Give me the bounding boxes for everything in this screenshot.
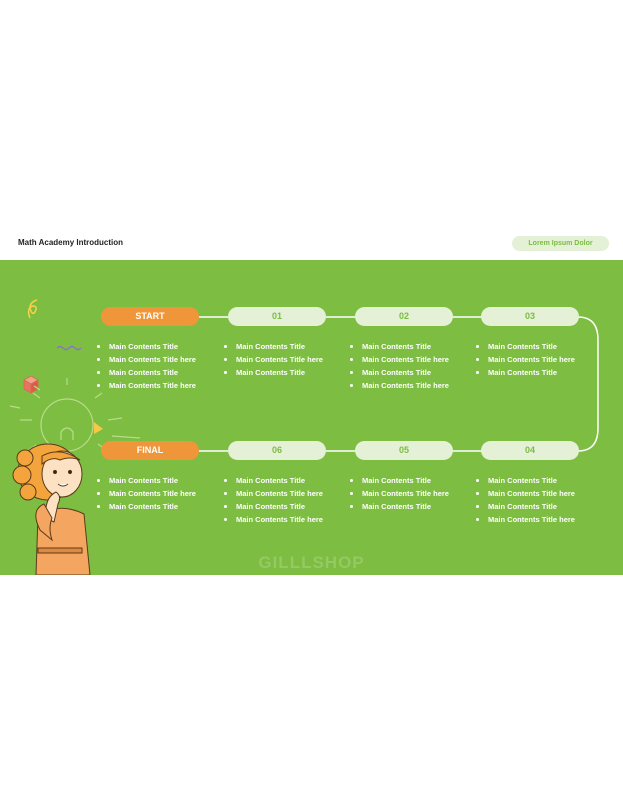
list-item: Main Contents Title bbox=[348, 340, 449, 353]
list-item: Main Contents Title bbox=[222, 500, 323, 513]
list-item: Main Contents Title here bbox=[95, 379, 196, 392]
list-item: Main Contents Title here bbox=[348, 379, 449, 392]
list-item: Main Contents Title bbox=[348, 500, 449, 513]
list-item: Main Contents Title bbox=[474, 474, 575, 487]
wave-icon bbox=[56, 345, 82, 351]
list-item: Main Contents Title bbox=[348, 366, 449, 379]
list-item: Main Contents Title here bbox=[348, 353, 449, 366]
timeline-step-final: FINAL bbox=[101, 441, 199, 460]
list-item: Main Contents Title here bbox=[474, 513, 575, 526]
list-item: Main Contents Title here bbox=[222, 513, 323, 526]
step-03-list: Main Contents Title Main Contents Title … bbox=[474, 340, 575, 379]
step-04-list: Main Contents Title Main Contents Title … bbox=[474, 474, 575, 526]
list-item: Main Contents Title bbox=[95, 366, 196, 379]
timeline-step-02: 02 bbox=[355, 307, 453, 326]
cube-icon bbox=[23, 375, 39, 394]
header-badge: Lorem Ipsum Dolor bbox=[512, 236, 609, 251]
list-item: Main Contents Title bbox=[222, 366, 323, 379]
header-title: Math Academy Introduction bbox=[18, 238, 124, 247]
list-item: Main Contents Title here bbox=[222, 353, 323, 366]
decoration-layer bbox=[9, 299, 141, 575]
step-final-list: Main Contents Title Main Contents Title … bbox=[95, 474, 196, 513]
step-01-list: Main Contents Title Main Contents Title … bbox=[222, 340, 323, 379]
list-item: Main Contents Title bbox=[222, 340, 323, 353]
list-item: Main Contents Title here bbox=[95, 353, 196, 366]
list-item: Main Contents Title bbox=[222, 474, 323, 487]
list-item: Main Contents Title bbox=[348, 474, 449, 487]
timeline-step-04: 04 bbox=[481, 441, 579, 460]
list-item: Main Contents Title bbox=[474, 500, 575, 513]
timeline-step-01: 01 bbox=[228, 307, 326, 326]
squiggle-icon bbox=[27, 299, 38, 319]
timeline-connectors bbox=[199, 316, 599, 452]
list-item: Main Contents Title here bbox=[95, 487, 196, 500]
list-item: Main Contents Title bbox=[95, 340, 196, 353]
timeline-step-06: 06 bbox=[228, 441, 326, 460]
step-02-list: Main Contents Title Main Contents Title … bbox=[348, 340, 449, 392]
step-06-list: Main Contents Title Main Contents Title … bbox=[222, 474, 323, 526]
list-item: Main Contents Title here bbox=[348, 487, 449, 500]
list-item: Main Contents Title here bbox=[474, 487, 575, 500]
step-05-list: Main Contents Title Main Contents Title … bbox=[348, 474, 449, 513]
list-item: Main Contents Title bbox=[95, 500, 196, 513]
timeline-step-05: 05 bbox=[355, 441, 453, 460]
watermark: GILLLSHOP bbox=[258, 553, 365, 572]
list-item: Main Contents Title here bbox=[474, 353, 575, 366]
girl-illustration bbox=[12, 443, 91, 575]
step-start-list: Main Contents Title Main Contents Title … bbox=[95, 340, 196, 392]
list-item: Main Contents Title bbox=[474, 340, 575, 353]
timeline-slide: START 01 02 03 Main Contents Title Main … bbox=[0, 260, 623, 575]
list-item: Main Contents Title bbox=[474, 366, 575, 379]
timeline-step-start: START bbox=[101, 307, 199, 326]
triangle-icon bbox=[94, 422, 103, 434]
timeline-step-03: 03 bbox=[481, 307, 579, 326]
list-item: Main Contents Title here bbox=[222, 487, 323, 500]
list-item: Main Contents Title bbox=[95, 474, 196, 487]
